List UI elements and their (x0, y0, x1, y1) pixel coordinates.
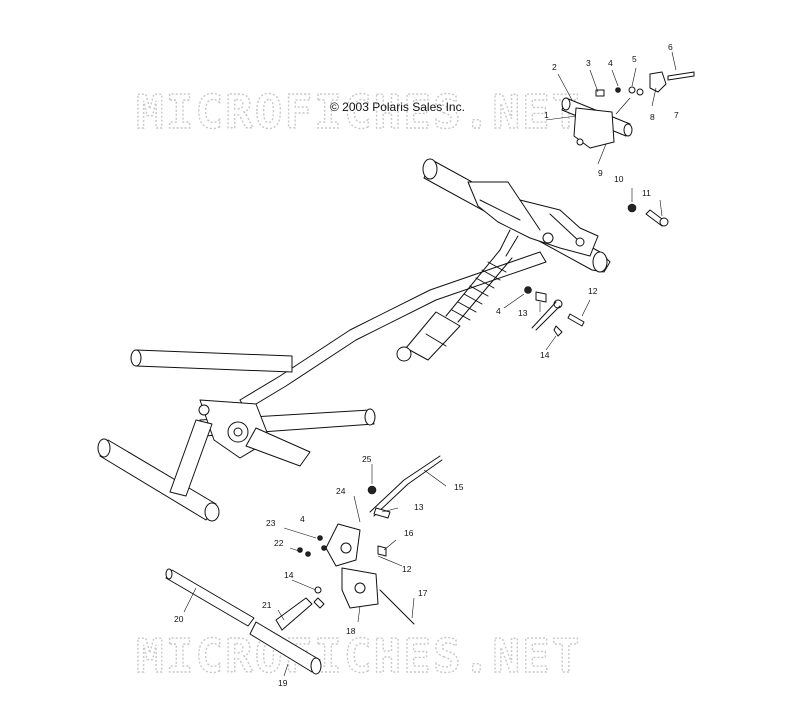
callout-4-top: 4 (608, 58, 613, 68)
copyright-text: © 2003 Polaris Sales Inc. (330, 100, 465, 114)
callout-16: 16 (404, 528, 414, 538)
callout-23: 23 (266, 518, 276, 528)
callout-14-low: 14 (284, 570, 294, 580)
watermark-bottom: MICROFICHES.NET (136, 629, 581, 683)
mid-right-fasteners (524, 203, 669, 337)
callout-20: 20 (174, 614, 184, 624)
callout-14-top: 14 (540, 350, 550, 360)
callout-25: 25 (362, 454, 372, 464)
callout-17: 17 (418, 588, 428, 598)
callout-24: 24 (336, 486, 346, 496)
callout-1: 1 (544, 110, 549, 120)
callout-9: 9 (598, 168, 603, 178)
front-torque-arm (239, 251, 547, 411)
callout-7: 7 (674, 110, 679, 120)
upper-right-bracket-parts (561, 71, 695, 149)
lower-linkage-assembly (165, 455, 443, 675)
shock-absorber (396, 229, 519, 362)
callout-19: 19 (278, 678, 288, 688)
callout-leaders (183, 51, 677, 677)
callout-12-top: 12 (588, 286, 598, 296)
callout-13-top: 13 (518, 308, 528, 318)
rear-axle-assembly (97, 399, 311, 522)
callout-10: 10 (614, 174, 624, 184)
callout-4-mid: 4 (496, 306, 501, 316)
callout-4-low: 4 (300, 514, 305, 524)
callout-6: 6 (668, 42, 673, 52)
callout-numbers: 1 2 3 4 4 4 5 6 7 8 9 10 11 12 12 13 13 … (174, 42, 679, 688)
callout-8: 8 (650, 112, 655, 122)
upper-cross-shaft (422, 158, 611, 273)
rear-cross-shaft (130, 349, 376, 437)
callout-13-low: 13 (414, 502, 424, 512)
callout-5: 5 (632, 54, 637, 64)
watermark-top: MICROFICHES.NET (136, 85, 581, 139)
callout-18: 18 (346, 626, 356, 636)
callout-2: 2 (552, 62, 557, 72)
callout-21: 21 (262, 600, 272, 610)
callout-11: 11 (642, 188, 651, 198)
callout-22: 22 (274, 538, 284, 548)
callout-12-low: 12 (402, 564, 412, 574)
callout-15: 15 (454, 482, 464, 492)
callout-3: 3 (586, 58, 591, 68)
